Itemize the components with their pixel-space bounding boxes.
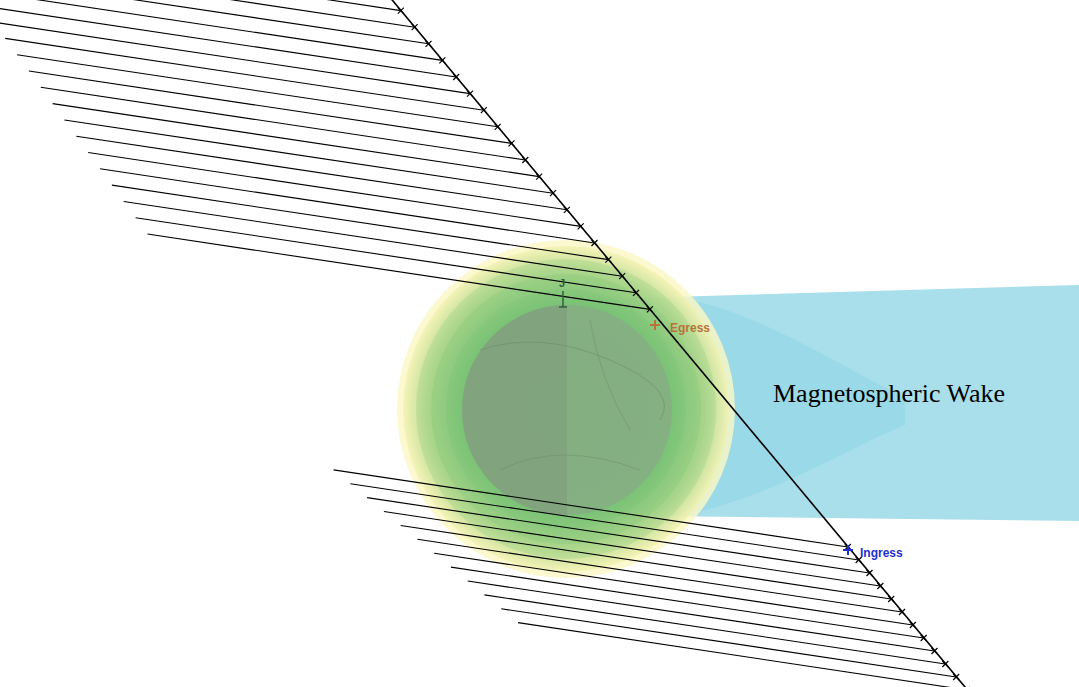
region-label: Magnetospheric Wake [773, 379, 1005, 409]
ingress-marker [843, 545, 853, 555]
egress-marker [650, 320, 660, 330]
trajectory-ticks [384, 0, 970, 687]
hatch-lines [0, 0, 967, 687]
ingress-label: Ingress [860, 546, 903, 560]
j-label: J [559, 277, 565, 289]
trajectory-line [383, 0, 975, 687]
egress-label: Egress [670, 321, 710, 335]
j-marker [559, 291, 567, 307]
